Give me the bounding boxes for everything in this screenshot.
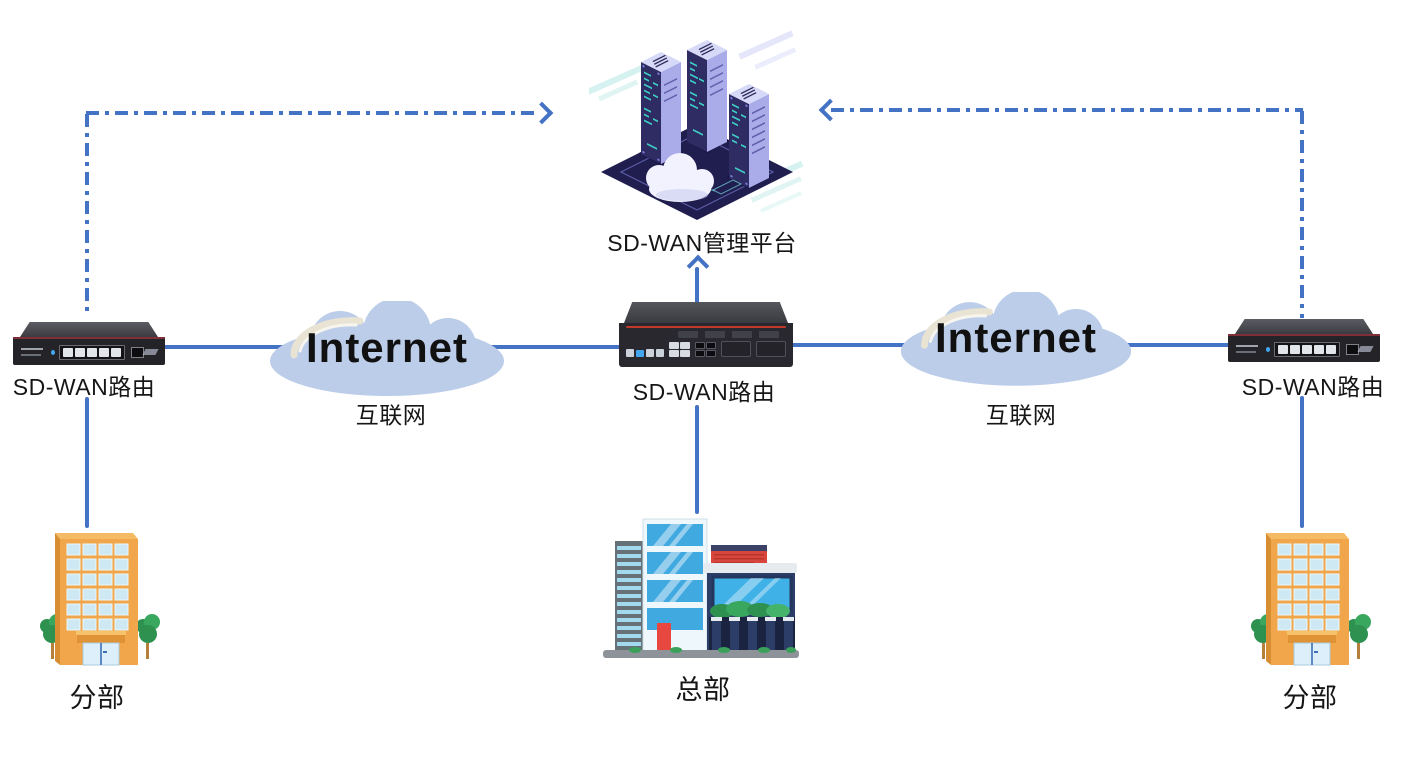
link-right-router-to-branch — [1300, 396, 1304, 528]
site-label-hq: 总部 — [675, 675, 731, 705]
office-building-icon-right — [1251, 527, 1371, 673]
server-cluster-icon — [589, 26, 809, 222]
cloud-icon — [270, 301, 504, 396]
dashdot-link-right-vertical — [1300, 111, 1304, 318]
cloud-caption-right: 互联网 — [985, 402, 1057, 428]
tree-icon — [136, 614, 160, 659]
internet-cloud-left: Internet — [262, 301, 512, 398]
office-building-icon-left — [40, 527, 160, 673]
link-left-router-to-branch — [85, 397, 89, 528]
router-icon-left — [13, 322, 165, 368]
cloud-caption-left: 互联网 — [355, 402, 427, 428]
router-label-left: SD-WAN路由 — [12, 374, 156, 400]
router-icon-right — [1228, 319, 1380, 365]
cloud-name-right: Internet — [934, 314, 1098, 362]
platform-label: SD-WAN管理平台 — [607, 230, 797, 256]
arrowhead-left-icon — [818, 98, 842, 122]
arrowhead-right-icon — [530, 101, 554, 125]
internet-cloud-right: Internet — [893, 292, 1139, 388]
site-label-branch-left: 分部 — [69, 683, 125, 713]
router-label-center: SD-WAN路由 — [632, 379, 776, 405]
arrowhead-up-icon — [686, 254, 710, 278]
dashdot-link-left-horizontal — [86, 111, 536, 115]
router-label-right: SD-WAN路由 — [1241, 374, 1385, 400]
cloud-name-left: Internet — [305, 323, 469, 371]
headquarters-building-icon — [601, 511, 801, 661]
dashdot-link-right-horizontal — [831, 108, 1303, 112]
site-label-branch-right: 分部 — [1282, 683, 1338, 713]
link-center-router-to-platform — [695, 267, 699, 304]
router-icon-center — [619, 302, 793, 370]
link-center-router-to-hq — [695, 405, 699, 514]
tree-icon — [1347, 614, 1371, 659]
cloud-icon — [900, 292, 1132, 386]
dashdot-link-left-vertical — [85, 114, 89, 317]
